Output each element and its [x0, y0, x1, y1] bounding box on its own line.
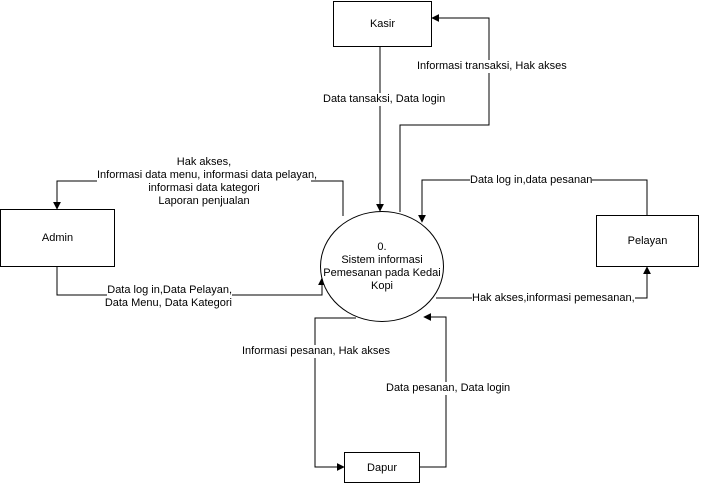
- label-system-to-admin: Hak akses, Informasi data menu, informas…: [97, 156, 318, 208]
- label-admin-to-system: Data log in,Data Pelayan, Data Menu, Dat…: [104, 284, 232, 310]
- flow-system-to-kasir: [399, 14, 490, 212]
- label-kasir-to-system: Data tansaksi, Data login: [323, 93, 446, 106]
- process-name-line-3: Kopi: [370, 279, 394, 292]
- label-system-to-dapur: Informasi pesanan, Hak akses: [242, 345, 390, 358]
- entity-admin: Admin: [0, 209, 115, 267]
- label-admin-to-system-line-2: Data Menu, Data Kategori: [104, 297, 232, 309]
- process-name-line-1: Sistem informasi: [341, 253, 423, 266]
- process-number: 0.: [377, 240, 387, 253]
- process-sistem-informasi: 0. Sistem informasi Pemesanan pada Kedai…: [320, 211, 444, 322]
- label-pelayan-to-system: Data log in,data pesanan: [470, 174, 593, 187]
- label-admin-to-system-line-1: Data log in,Data Pelayan,: [107, 284, 232, 297]
- label-system-to-admin-line-4: Laporan penjualan: [158, 195, 250, 207]
- label-system-to-admin-line-1: Hak akses,: [176, 156, 232, 168]
- entity-kasir: Kasir: [333, 1, 432, 47]
- label-system-to-admin-line-2: Informasi data menu, informasi data pela…: [97, 169, 318, 182]
- label-system-to-kasir: Informasi transaksi, Hak akses: [417, 60, 567, 73]
- entity-dapur: Dapur: [344, 452, 420, 483]
- process-name-line-2: Pemesanan pada Kedai: [323, 266, 441, 279]
- entity-pelayan: Pelayan: [596, 215, 699, 267]
- label-system-to-admin-line-3: informasi data kategori: [148, 182, 260, 194]
- flow-system-to-dapur: [314, 317, 356, 471]
- label-dapur-to-system: Data pesanan, Data login: [386, 382, 511, 395]
- label-system-to-pelayan: Hak akses,informasi pemesanan,: [472, 292, 635, 305]
